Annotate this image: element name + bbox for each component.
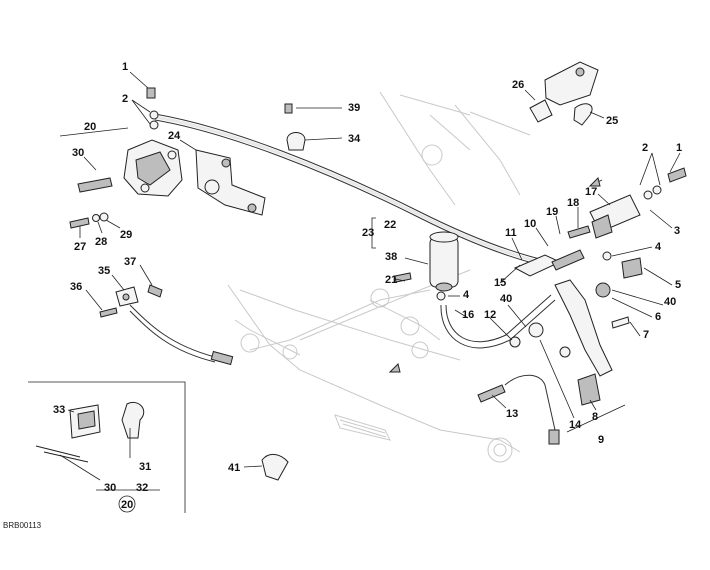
callout-37: 37 (124, 256, 136, 268)
callout-39: 39 (348, 102, 360, 114)
callout-16: 16 (462, 309, 474, 321)
callout-5: 5 (675, 279, 681, 291)
master-cylinder-upper (529, 61, 599, 126)
callout-17: 17 (585, 186, 597, 198)
master-cylinder (567, 167, 687, 239)
callout-30-inset: 30 (104, 482, 116, 494)
callout-26: 26 (512, 79, 524, 91)
caliper-pin (77, 177, 113, 193)
callout-15: 15 (494, 277, 506, 289)
drawing-code: BRB00113 (3, 521, 42, 530)
direction-arrows (388, 177, 603, 373)
callout-18: 18 (567, 197, 579, 209)
callout-31: 31 (139, 461, 151, 473)
callout-4-center: 4 (463, 289, 470, 301)
callout-8: 8 (592, 411, 598, 423)
callout-20: 20 (84, 121, 96, 133)
sensor-wire (129, 304, 234, 366)
caliper-bolts (69, 212, 109, 229)
spare-pads-inset (28, 381, 186, 513)
callout-40-right: 40 (664, 296, 676, 308)
bleed-screw (146, 87, 159, 130)
callout-19: 19 (546, 206, 558, 218)
callout-7: 7 (643, 329, 649, 341)
callout-23: 23 (362, 227, 374, 239)
callout-35: 35 (98, 265, 110, 277)
pedal-rubber (577, 373, 601, 406)
callout-4: 4 (655, 241, 662, 253)
callout-2: 2 (122, 93, 128, 105)
caliper-bracket (195, 149, 266, 216)
speed-sensor (99, 284, 163, 318)
callout-36: 36 (70, 281, 82, 293)
callout-2-right: 2 (642, 142, 648, 154)
callout-9: 9 (598, 434, 604, 446)
callout-41: 41 (228, 462, 240, 474)
callout-24: 24 (168, 130, 181, 142)
stop-light-switch (477, 374, 560, 445)
callout-6: 6 (655, 311, 661, 323)
callout-1-right: 1 (676, 142, 682, 154)
callout-13: 13 (506, 408, 518, 420)
brake-fluid-reservoir (394, 231, 459, 301)
reservoir-hose (440, 294, 556, 349)
hose-strap (261, 453, 289, 481)
callout-29: 29 (120, 229, 132, 241)
callout-20-inset-ring (118, 495, 136, 513)
frame-ghost-outline (227, 91, 531, 463)
callout-30: 30 (72, 147, 84, 159)
callout-3: 3 (674, 225, 680, 237)
callout-25: 25 (606, 115, 618, 127)
brake-line (154, 113, 541, 266)
callout-labels: 1 2 20 24 30 27 28 29 35 37 36 39 34 26 … (53, 61, 682, 511)
brake-caliper (123, 139, 183, 197)
callout-40: 40 (500, 293, 512, 305)
callout-33: 33 (53, 404, 65, 416)
callout-12: 12 (484, 309, 496, 321)
callout-38: 38 (385, 251, 397, 263)
callout-20-inset: 20 (121, 499, 133, 511)
callout-21: 21 (385, 274, 397, 286)
callout-22: 22 (384, 219, 396, 231)
callout-32: 32 (136, 482, 148, 494)
callout-34: 34 (348, 133, 361, 145)
hose-clip (284, 103, 306, 151)
callout-28: 28 (95, 236, 107, 248)
callout-27: 27 (74, 241, 86, 253)
callout-1: 1 (122, 61, 128, 73)
callout-10: 10 (524, 218, 536, 230)
callout-14: 14 (569, 419, 582, 431)
brake-pedal (509, 257, 643, 377)
leader-lines (59, 71, 681, 491)
callout-11: 11 (505, 227, 517, 239)
pushrod (513, 249, 612, 277)
